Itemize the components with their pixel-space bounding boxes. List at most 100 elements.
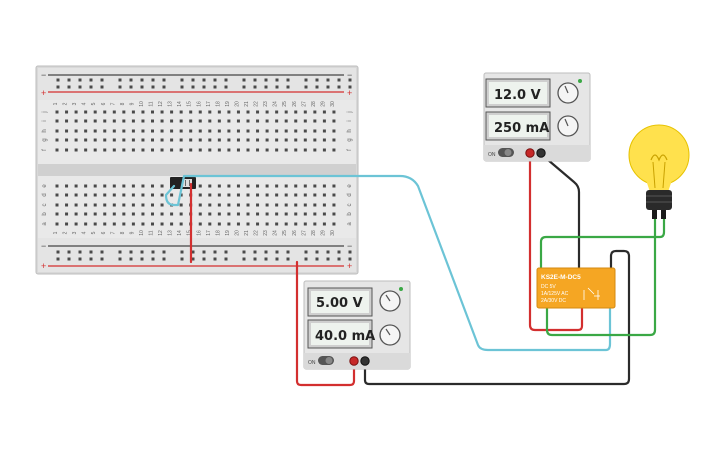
breadboard-hole[interactable]	[313, 184, 317, 188]
breadboard-hole[interactable]	[103, 222, 107, 226]
terminal-positive-upper[interactable]	[525, 148, 535, 158]
breadboard-hole[interactable]	[129, 250, 133, 254]
breadboard-hole[interactable]	[332, 148, 336, 152]
breadboard-hole[interactable]	[84, 193, 88, 197]
breadboard-hole[interactable]	[93, 110, 97, 114]
breadboard-hole[interactable]	[213, 257, 217, 261]
breadboard-hole[interactable]	[284, 110, 288, 114]
breadboard-hole[interactable]	[246, 193, 250, 197]
breadboard-hole[interactable]	[189, 138, 193, 142]
power-supply-upper[interactable]: 12.0 V 250 mA ON	[483, 72, 591, 162]
breadboard-hole[interactable]	[140, 78, 144, 82]
breadboard-hole[interactable]	[322, 203, 326, 207]
breadboard-hole[interactable]	[294, 203, 298, 207]
breadboard-hole[interactable]	[122, 110, 126, 114]
breadboard-hole[interactable]	[129, 257, 133, 261]
breadboard-hole[interactable]	[275, 129, 279, 133]
breadboard-hole[interactable]	[256, 193, 260, 197]
breadboard-hole[interactable]	[198, 222, 202, 226]
breadboard-hole[interactable]	[332, 119, 336, 123]
breadboard-hole[interactable]	[236, 110, 240, 114]
breadboard-hole[interactable]	[246, 222, 250, 226]
breadboard-hole[interactable]	[112, 212, 116, 216]
breadboard-hole[interactable]	[256, 138, 260, 142]
breadboard-hole[interactable]	[78, 85, 82, 89]
breadboard-hole[interactable]	[129, 85, 133, 89]
breadboard-hole[interactable]	[227, 193, 231, 197]
breadboard-hole[interactable]	[217, 138, 221, 142]
breadboard-hole[interactable]	[322, 184, 326, 188]
breadboard-hole[interactable]	[65, 193, 69, 197]
breadboard-hole[interactable]	[227, 119, 231, 123]
breadboard-hole[interactable]	[256, 148, 260, 152]
breadboard-hole[interactable]	[264, 257, 268, 261]
breadboard-hole[interactable]	[112, 203, 116, 207]
breadboard-hole[interactable]	[313, 203, 317, 207]
breadboard-hole[interactable]	[322, 129, 326, 133]
breadboard-hole[interactable]	[256, 212, 260, 216]
breadboard-hole[interactable]	[224, 78, 228, 82]
breadboard-hole[interactable]	[179, 148, 183, 152]
breadboard-hole[interactable]	[275, 119, 279, 123]
breadboard-hole[interactable]	[337, 85, 341, 89]
breadboard-hole[interactable]	[275, 148, 279, 152]
breadboard-hole[interactable]	[74, 212, 78, 216]
breadboard-hole[interactable]	[246, 119, 250, 123]
breadboard-hole[interactable]	[198, 184, 202, 188]
breadboard-hole[interactable]	[84, 212, 88, 216]
breadboard-hole[interactable]	[179, 138, 183, 142]
breadboard-hole[interactable]	[141, 148, 145, 152]
breadboard-hole[interactable]	[189, 110, 193, 114]
breadboard-hole[interactable]	[103, 184, 107, 188]
breadboard-hole[interactable]	[256, 203, 260, 207]
breadboard-hole[interactable]	[112, 193, 116, 197]
breadboard-hole[interactable]	[284, 212, 288, 216]
breadboard-hole[interactable]	[180, 85, 184, 89]
breadboard-hole[interactable]	[294, 138, 298, 142]
breadboard-hole[interactable]	[141, 184, 145, 188]
breadboard-hole[interactable]	[315, 250, 319, 254]
breadboard-hole[interactable]	[224, 257, 228, 261]
breadboard-hole[interactable]	[122, 129, 126, 133]
breadboard-hole[interactable]	[74, 138, 78, 142]
breadboard-hole[interactable]	[160, 129, 164, 133]
breadboard-hole[interactable]	[151, 138, 154, 142]
breadboard-hole[interactable]	[179, 129, 183, 133]
breadboard-hole[interactable]	[180, 250, 184, 254]
breadboard-hole[interactable]	[103, 203, 107, 207]
breadboard-hole[interactable]	[326, 257, 330, 261]
breadboard-hole[interactable]	[162, 250, 166, 254]
breadboard-hole[interactable]	[236, 138, 240, 142]
breadboard-hole[interactable]	[141, 212, 145, 216]
terminal-positive-lower[interactable]	[349, 356, 359, 366]
knob-icon[interactable]	[557, 115, 579, 137]
breadboard-hole[interactable]	[313, 119, 317, 123]
breadboard-hole[interactable]	[103, 110, 107, 114]
breadboard-hole[interactable]	[284, 222, 288, 226]
breadboard-hole[interactable]	[294, 212, 298, 216]
breadboard-hole[interactable]	[65, 138, 69, 142]
breadboard-hole[interactable]	[264, 85, 268, 89]
breadboard-hole[interactable]	[264, 78, 268, 82]
breadboard-hole[interactable]	[236, 193, 240, 197]
breadboard-hole[interactable]	[246, 203, 250, 207]
breadboard-hole[interactable]	[313, 212, 317, 216]
breadboard-hole[interactable]	[131, 212, 135, 216]
breadboard-hole[interactable]	[256, 222, 260, 226]
breadboard-hole[interactable]	[332, 222, 336, 226]
breadboard-hole[interactable]	[55, 222, 59, 226]
breadboard-hole[interactable]	[198, 148, 202, 152]
breadboard-hole[interactable]	[236, 222, 240, 226]
breadboard-hole[interactable]	[198, 129, 202, 133]
breadboard-hole[interactable]	[332, 184, 336, 188]
breadboard-hole[interactable]	[160, 148, 164, 152]
breadboard-hole[interactable]	[160, 119, 164, 123]
breadboard-hole[interactable]	[265, 110, 269, 114]
breadboard-hole[interactable]	[332, 129, 336, 133]
breadboard-hole[interactable]	[112, 110, 116, 114]
breadboard-hole[interactable]	[100, 257, 104, 261]
breadboard-hole[interactable]	[93, 138, 97, 142]
breadboard-hole[interactable]	[170, 222, 174, 226]
breadboard-hole[interactable]	[236, 203, 240, 207]
